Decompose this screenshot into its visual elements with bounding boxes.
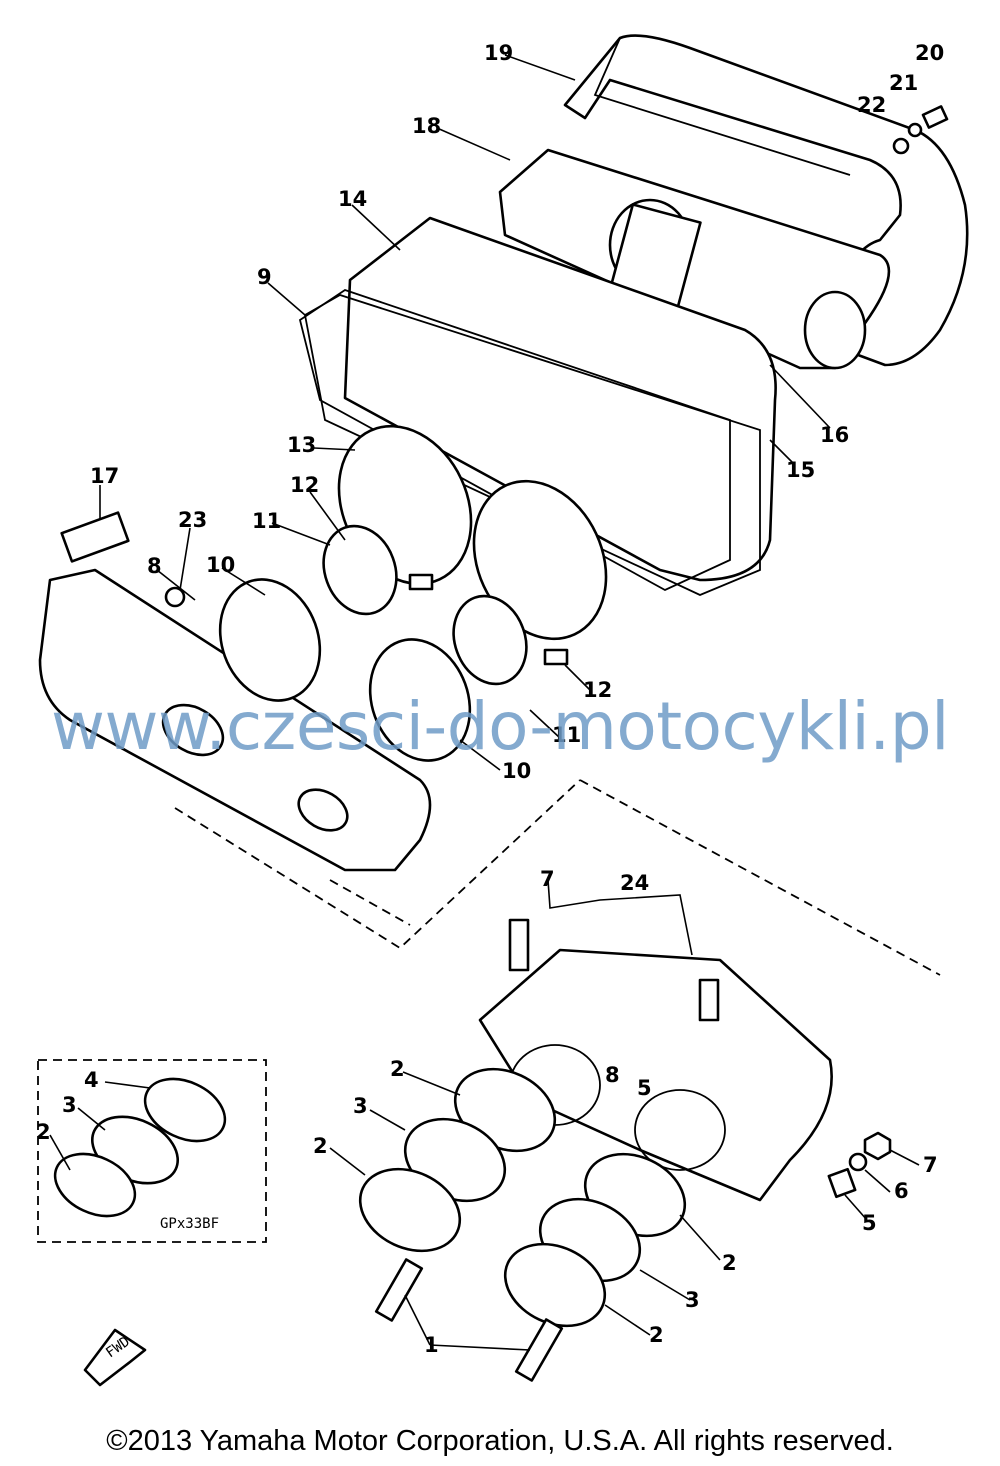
callout-13: 13 bbox=[287, 433, 316, 457]
inset-box: GPx33BF bbox=[37, 1059, 267, 1243]
callout-12-top: 12 bbox=[290, 473, 319, 497]
reference-lines bbox=[174, 779, 941, 976]
callout-14: 14 bbox=[338, 187, 367, 211]
callout-16: 16 bbox=[820, 423, 849, 447]
callout-4-inset: 4 bbox=[84, 1068, 99, 1092]
callout-10-top: 10 bbox=[206, 553, 235, 577]
case-gasket bbox=[303, 294, 761, 596]
copyright-notice: ©2013 Yamaha Motor Corporation, U.S.A. A… bbox=[106, 1425, 894, 1457]
callout-21: 21 bbox=[889, 71, 918, 95]
callout-17: 17 bbox=[90, 464, 119, 488]
callout-11-bottom: 11 bbox=[552, 723, 581, 747]
callout-23: 23 bbox=[178, 508, 207, 532]
carburetor-assembly bbox=[478, 918, 833, 1202]
callout-22: 22 bbox=[857, 93, 886, 117]
callout-19: 19 bbox=[484, 41, 513, 65]
grommet bbox=[164, 586, 186, 608]
callout-15: 15 bbox=[786, 458, 815, 482]
manifold-gaskets bbox=[358, 1067, 687, 1328]
callout-6: 6 bbox=[894, 1179, 909, 1203]
bolt-washer-set bbox=[892, 105, 949, 155]
callout-2-a: 2 bbox=[390, 1057, 405, 1081]
inset-code: GPx33BF bbox=[160, 1216, 219, 1232]
callout-18: 18 bbox=[412, 114, 441, 138]
callout-12-bottom: 12 bbox=[583, 678, 612, 702]
watermark: www.czesci-do-motocykli.pl bbox=[51, 688, 949, 765]
fwd-arrow-icon: FWD bbox=[83, 1328, 147, 1387]
filter-element bbox=[498, 148, 891, 370]
callout-8-carb: 8 bbox=[605, 1063, 620, 1087]
callout-5-carb: 5 bbox=[637, 1076, 652, 1100]
studs bbox=[374, 1258, 564, 1382]
callout-20: 20 bbox=[915, 41, 944, 65]
callout-9: 9 bbox=[257, 265, 272, 289]
callout-11-top: 11 bbox=[252, 509, 281, 533]
callout-5: 5 bbox=[862, 1211, 877, 1235]
callout-7: 7 bbox=[923, 1153, 938, 1177]
callout-3-b: 3 bbox=[685, 1288, 700, 1312]
callout-2-b: 2 bbox=[313, 1134, 328, 1158]
air-cleaner-case bbox=[298, 216, 777, 592]
callout-2-d: 2 bbox=[649, 1323, 664, 1347]
leader-lines bbox=[49, 54, 920, 1351]
cable bbox=[547, 879, 693, 956]
joints-bands bbox=[218, 524, 569, 762]
callout-3-inset: 3 bbox=[62, 1093, 77, 1117]
callout-24: 24 bbox=[620, 871, 649, 895]
callout-7-cable: 7 bbox=[540, 867, 555, 891]
callout-2-c: 2 bbox=[722, 1251, 737, 1275]
callout-3-a: 3 bbox=[353, 1094, 368, 1118]
clip bbox=[60, 511, 130, 563]
callout-2-inset: 2 bbox=[36, 1120, 51, 1144]
nuts-washers bbox=[827, 1131, 892, 1199]
callout-10-bottom: 10 bbox=[502, 759, 531, 783]
callout-numbers: 19 20 21 22 18 14 9 16 15 13 17 23 12 11… bbox=[36, 41, 944, 1357]
callout-1: 1 bbox=[424, 1333, 439, 1357]
callout-8: 8 bbox=[147, 554, 162, 578]
side-cover-plate bbox=[38, 568, 432, 872]
